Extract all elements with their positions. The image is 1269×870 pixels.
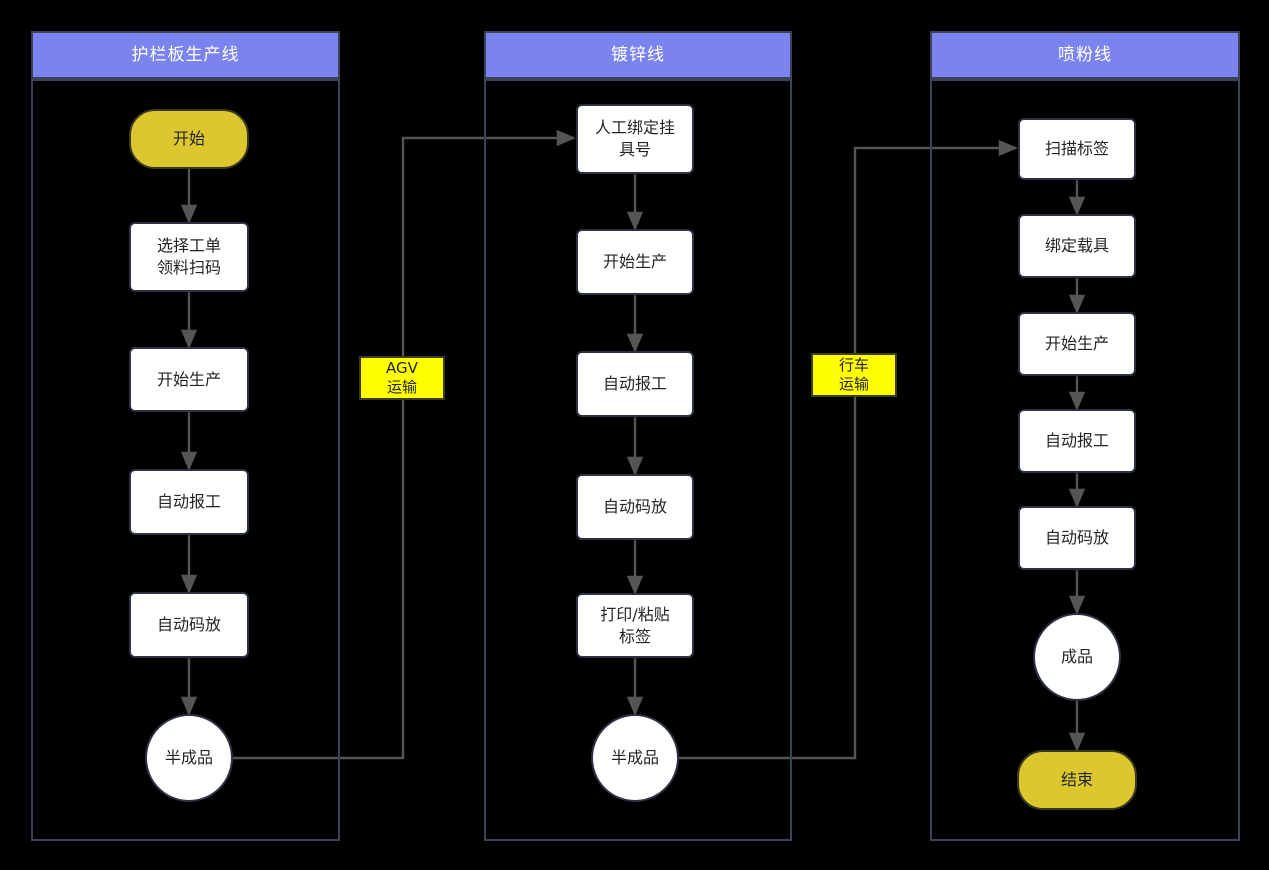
node-finished-product[interactable]: 成品 (1033, 613, 1121, 701)
node-print-paste-label-line1: 打印/粘贴 (600, 604, 670, 624)
lane-powder-body (930, 79, 1240, 841)
node-end-label: 结束 (1060, 770, 1093, 790)
node-print-paste-label-line2: 标签 (618, 626, 651, 646)
node-auto-report-2-label: 自动报工 (602, 374, 667, 394)
edge-label-crane-transport[interactable]: 行车 运输 (811, 353, 897, 397)
node-manual-bind-hanger-line2: 具号 (618, 140, 651, 159)
node-select-order-scan-line2: 领料扫码 (156, 258, 221, 277)
lane-galvanize-header[interactable]: 镀锌线 (484, 31, 792, 79)
node-auto-stack-1[interactable]: 自动码放 (129, 592, 249, 658)
node-auto-report-2[interactable]: 自动报工 (576, 351, 694, 417)
node-auto-stack-1-label: 自动码放 (156, 615, 221, 635)
node-start-production-3-label: 开始生产 (1044, 334, 1109, 354)
node-bind-carrier-label: 绑定载具 (1044, 236, 1109, 256)
node-start-production-1[interactable]: 开始生产 (129, 347, 249, 412)
node-end[interactable]: 结束 (1017, 750, 1137, 810)
node-semi-finished-2-label: 半成品 (610, 748, 659, 768)
node-auto-stack-2[interactable]: 自动码放 (576, 474, 694, 540)
node-select-order-scan-text: 选择工单 领料扫码 (157, 235, 221, 278)
node-start[interactable]: 开始 (129, 109, 249, 169)
edge-label-crane-line1: 行车 (838, 356, 869, 375)
node-auto-stack-2-label: 自动码放 (602, 497, 667, 517)
node-print-paste-label[interactable]: 打印/粘贴 标签 (576, 593, 694, 658)
edge-label-agv-transport-text: AGV 运输 (386, 359, 418, 397)
node-start-production-2-label: 开始生产 (602, 252, 667, 272)
node-manual-bind-hanger[interactable]: 人工绑定挂 具号 (576, 104, 694, 174)
lane-powder-header[interactable]: 喷粉线 (930, 31, 1240, 79)
node-start-production-1-label: 开始生产 (156, 369, 221, 389)
node-semi-finished-1[interactable]: 半成品 (145, 714, 233, 802)
edge-label-crane-line2: 运输 (838, 375, 869, 393)
node-auto-stack-3-label: 自动码放 (1044, 528, 1109, 548)
node-start-production-2[interactable]: 开始生产 (576, 229, 694, 295)
lane-guardrail-header[interactable]: 护栏板生产线 (31, 31, 340, 79)
node-print-paste-label-text: 打印/粘贴 标签 (600, 604, 669, 647)
node-manual-bind-hanger-text: 人工绑定挂 具号 (595, 117, 675, 160)
node-start-production-3[interactable]: 开始生产 (1018, 312, 1136, 376)
edge-label-crane-transport-text: 行车 运输 (839, 356, 869, 394)
node-scan-label[interactable]: 扫描标签 (1018, 118, 1136, 180)
lane-galvanize-title: 镀锌线 (611, 44, 665, 65)
node-auto-report-1[interactable]: 自动报工 (129, 469, 249, 535)
lane-guardrail-body (31, 79, 340, 841)
node-auto-report-3-label: 自动报工 (1044, 431, 1109, 451)
node-scan-label-text: 扫描标签 (1044, 139, 1109, 159)
node-select-order-scan[interactable]: 选择工单 领料扫码 (129, 222, 249, 292)
lane-galvanize-body (484, 79, 792, 841)
edge-label-agv-line2: 运输 (386, 378, 417, 396)
node-auto-report-3[interactable]: 自动报工 (1018, 409, 1136, 473)
node-select-order-scan-line1: 选择工单 (156, 236, 221, 256)
node-semi-finished-1-label: 半成品 (164, 748, 213, 768)
node-bind-carrier[interactable]: 绑定载具 (1018, 214, 1136, 278)
edge-label-agv-line1: AGV (386, 359, 418, 378)
node-auto-report-1-label: 自动报工 (156, 492, 221, 512)
node-auto-stack-3[interactable]: 自动码放 (1018, 506, 1136, 570)
lane-powder-title: 喷粉线 (1058, 44, 1112, 65)
lane-guardrail-title: 护栏板生产线 (131, 44, 240, 65)
node-semi-finished-2[interactable]: 半成品 (591, 714, 679, 802)
edge-label-agv-transport[interactable]: AGV 运输 (359, 356, 445, 400)
node-manual-bind-hanger-line1: 人工绑定挂 (594, 118, 675, 138)
node-finished-product-label: 成品 (1060, 647, 1093, 667)
node-start-label: 开始 (172, 129, 205, 149)
